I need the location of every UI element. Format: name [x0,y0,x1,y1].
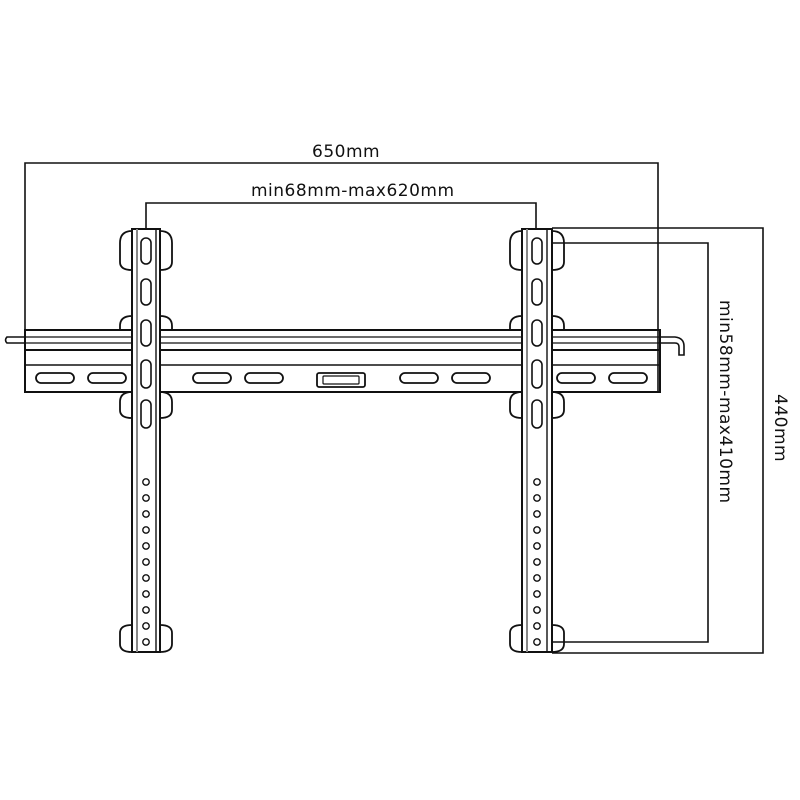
overall-width-label: 650mm [312,142,381,162]
overall-height-label: 440mm [770,394,790,463]
plate-slots [35,372,648,388]
crossbar-over-arms [25,329,660,393]
right-arm [509,228,565,653]
wall-plate [4,329,685,393]
vertical-spacing-label: min58mm-max410mm [715,300,735,504]
horizontal-spacing-label: min68mm-max620mm [251,181,455,201]
left-arm [119,228,173,653]
dimension-lines [24,162,764,654]
